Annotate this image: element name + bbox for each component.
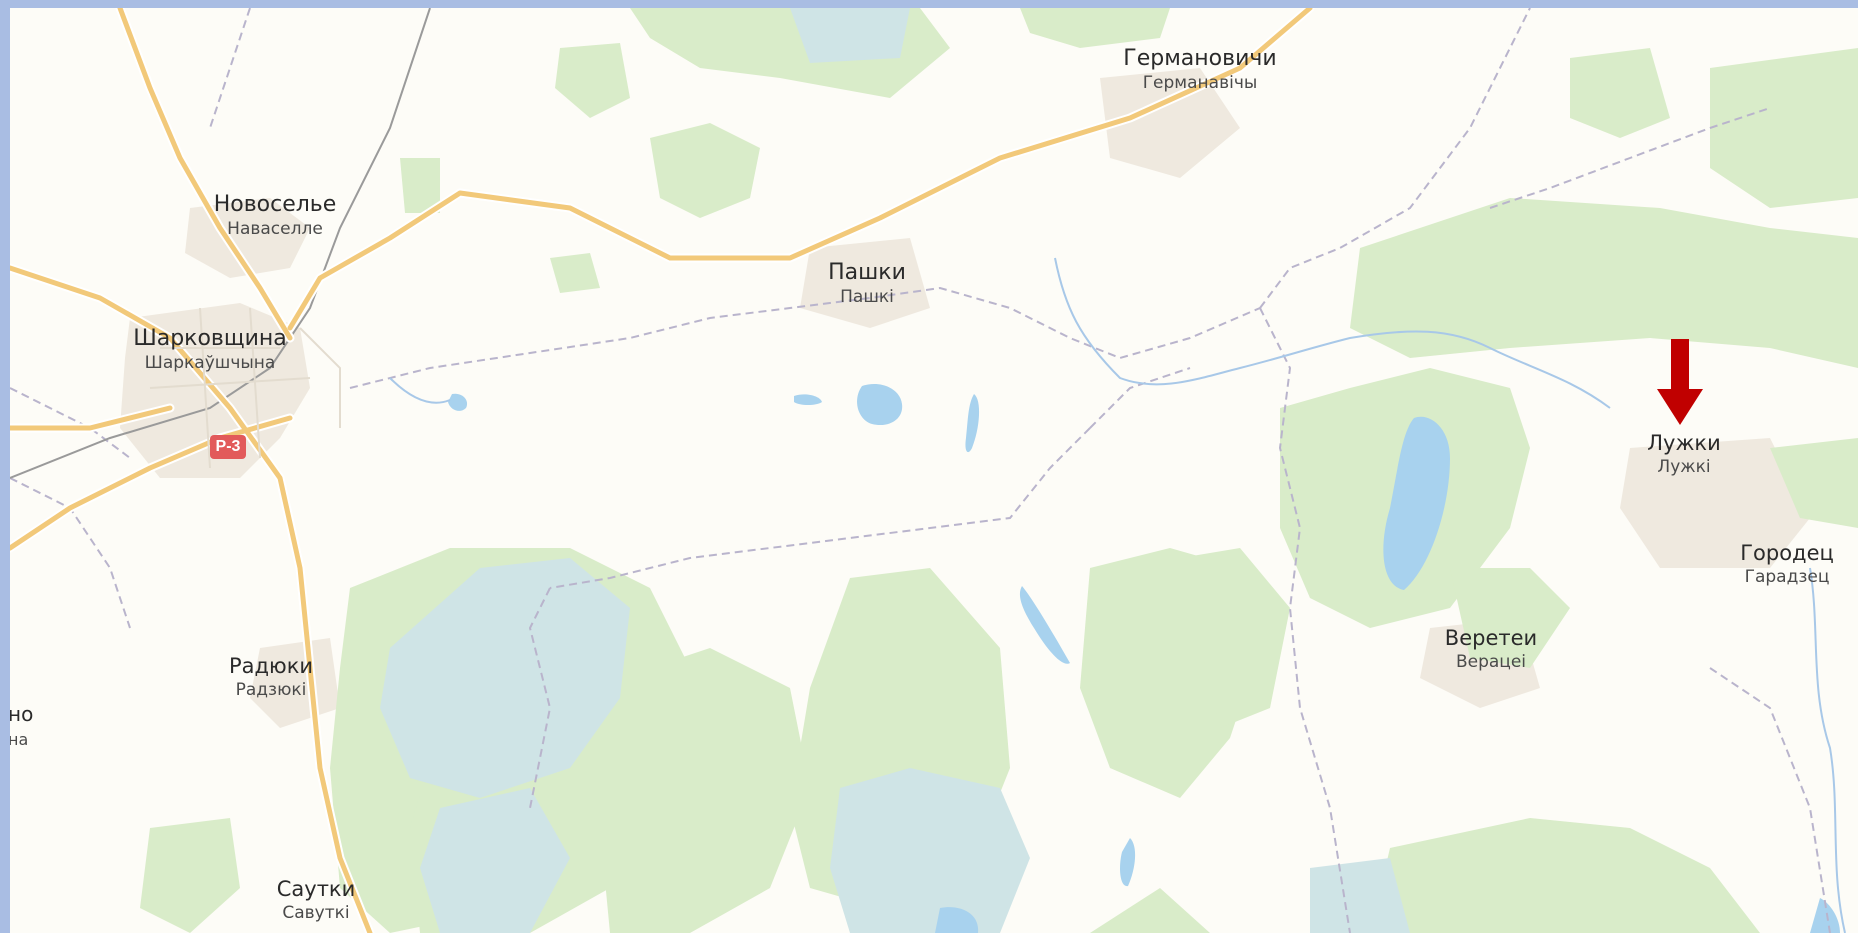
place-label-novoselye[interactable]: Новоселье Наваселле bbox=[214, 192, 337, 240]
local-streets bbox=[149, 307, 341, 469]
place-name: Пашки bbox=[828, 260, 906, 285]
place-label-sharkovshchina[interactable]: Шарковщина Шаркаўшчына bbox=[133, 326, 287, 374]
place-name: Новоселье bbox=[213, 192, 337, 217]
place-name: Германовичи bbox=[1123, 46, 1277, 71]
admin-borders bbox=[10, 8, 1831, 933]
map-canvas[interactable]: Германовичи Германавічы Новоселье Навасе… bbox=[10, 8, 1858, 933]
streams bbox=[389, 257, 1846, 933]
place-name-by: Лужкі bbox=[1657, 457, 1711, 477]
place-label-cut-name: но bbox=[10, 702, 34, 726]
road-shield-p3: Р-3 bbox=[210, 435, 246, 459]
place-label-gorodets[interactable]: Городец Гарадзец bbox=[1740, 540, 1834, 588]
wetland-areas bbox=[380, 8, 1410, 933]
place-name: Шарковщина bbox=[133, 326, 287, 351]
arrow-down-icon bbox=[1657, 339, 1703, 425]
place-name: Лужки bbox=[1647, 431, 1721, 455]
place-label-sautki[interactable]: Саутки Савуткі bbox=[277, 876, 356, 924]
place-name-by: Германавічы bbox=[1142, 73, 1258, 93]
place-name: Городец bbox=[1740, 541, 1834, 565]
place-name-by: Верацеі bbox=[1455, 652, 1527, 672]
place-name-by: Пашкі bbox=[840, 287, 894, 307]
place-name-by: Гарадзец bbox=[1744, 567, 1830, 587]
place-name-by: Наваселле bbox=[227, 219, 323, 239]
place-name-by: Радзюкі bbox=[235, 680, 307, 700]
place-label-germanovichi[interactable]: Германовичи Германавічы bbox=[1123, 46, 1276, 94]
map-layer bbox=[10, 8, 1858, 933]
place-label-radyuki[interactable]: Радюки Радзюкі bbox=[229, 653, 313, 701]
place-label-luzhki[interactable]: Лужки Лужкі bbox=[1647, 430, 1720, 478]
place-name: Саутки bbox=[276, 877, 356, 901]
water-bodies bbox=[448, 384, 1840, 933]
place-name: Веретеи bbox=[1444, 626, 1538, 650]
place-name: Радюки bbox=[228, 654, 314, 678]
major-roads bbox=[10, 8, 1315, 933]
place-name-by: Шаркаўшчына bbox=[144, 353, 276, 373]
place-label-verettei[interactable]: Веретеи Верацеі bbox=[1445, 625, 1537, 673]
place-label-cut-name-by: на bbox=[10, 730, 29, 749]
place-label-pashki[interactable]: Пашки Пашкі bbox=[828, 260, 906, 308]
place-name-by: Савуткі bbox=[282, 903, 350, 923]
